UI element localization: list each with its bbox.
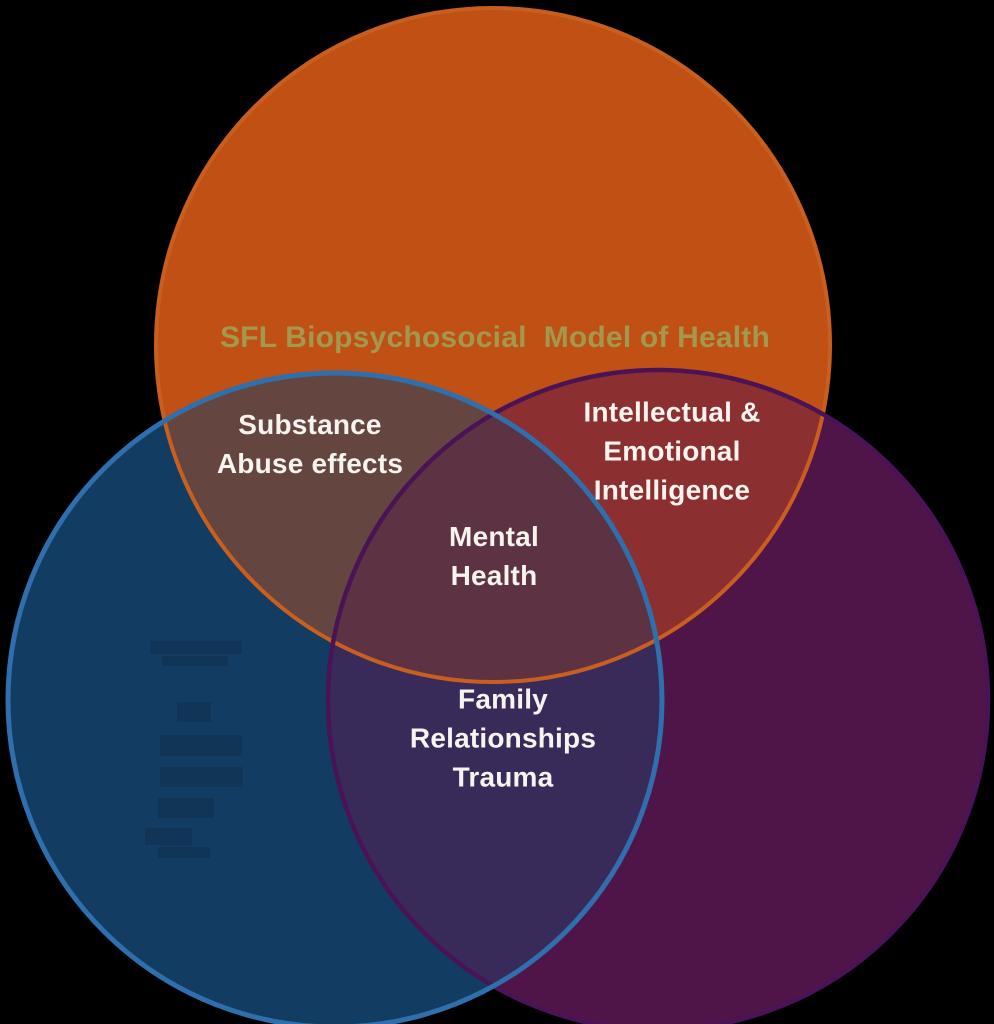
ghost-text-bar (145, 828, 192, 845)
label-intellectual-emotional-intelligence: Intellectual & Emotional Intelligence (583, 396, 761, 506)
region-center-overlap (328, 373, 662, 682)
ghost-text-bar (150, 641, 242, 654)
label-mental-health: Mental Health (449, 521, 539, 591)
ghost-text-bar (177, 702, 211, 722)
diagram-title: SFL Biopsychosocial Model of Health (219, 321, 771, 354)
ghost-text-bar (160, 767, 243, 787)
ghost-text-bar (158, 847, 210, 858)
ghost-text-bar (160, 735, 242, 756)
circle-bottom-right-purple-outline (325, 367, 991, 1024)
label-family-relationships-trauma: Family Relationships Trauma (409, 683, 597, 793)
faint-ghost-text (145, 641, 243, 858)
label-substance-abuse-effects: Substance Abuse effects (216, 409, 404, 479)
circle-top-orange-outline (154, 6, 832, 684)
circle-bottom-left-blue-outline (5, 370, 665, 1024)
ghost-text-bar (162, 656, 228, 666)
ghost-text-bar (158, 798, 214, 818)
